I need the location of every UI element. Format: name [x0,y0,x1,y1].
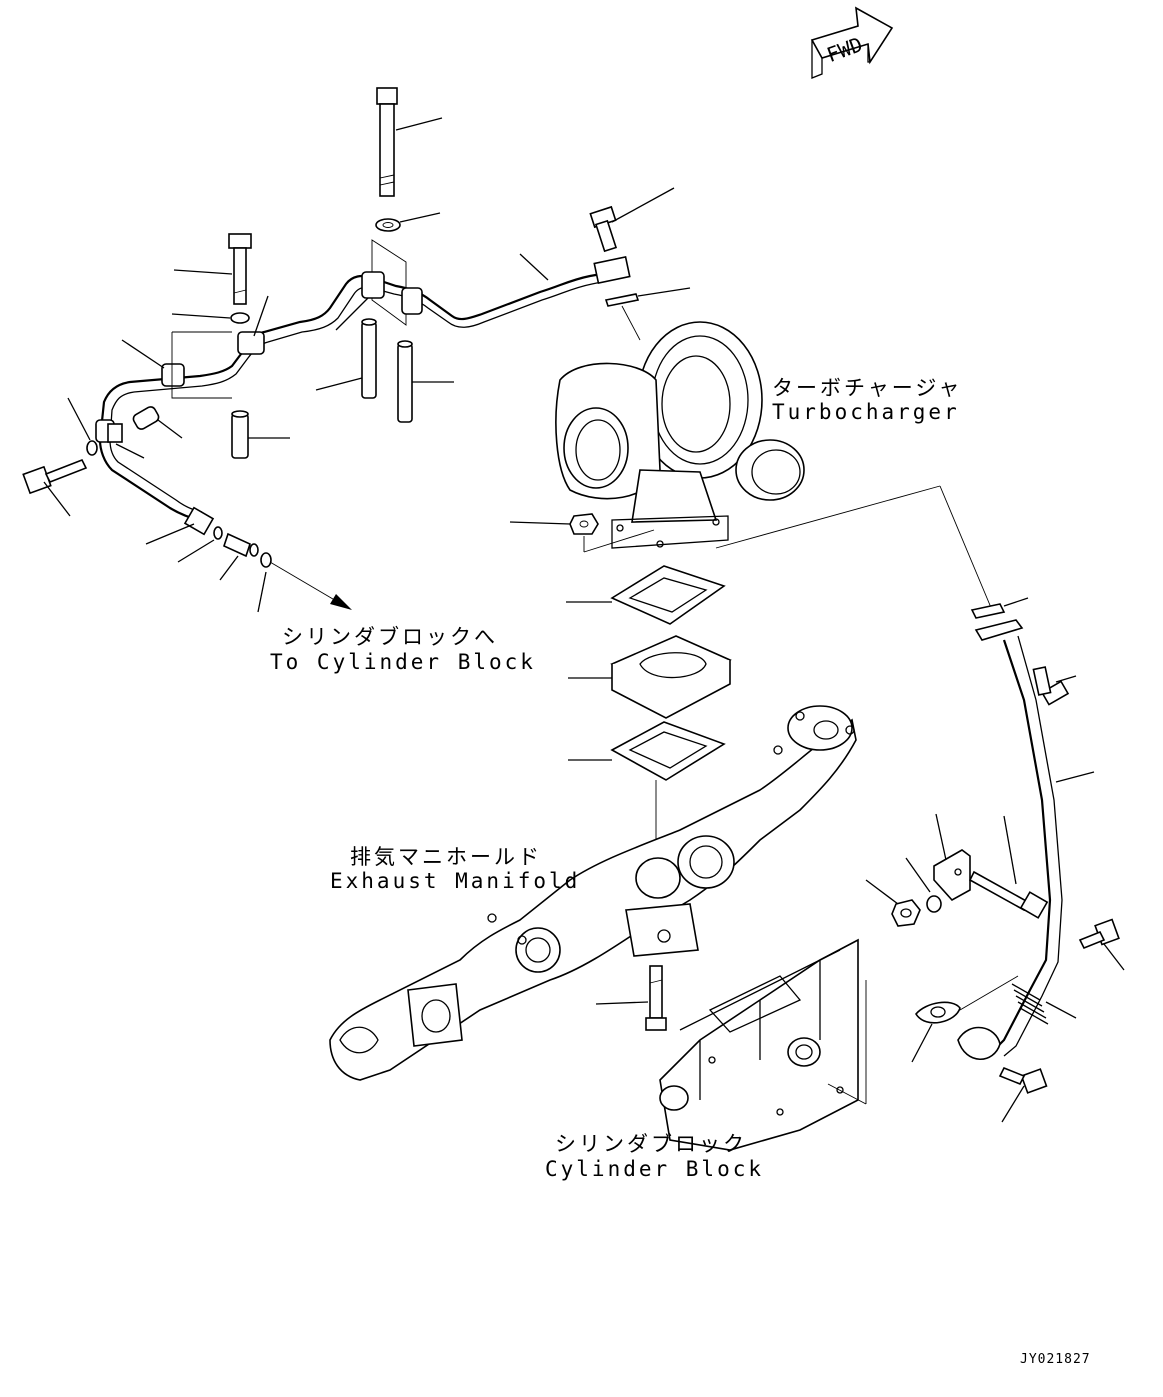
exhaust-manifold-label-en: Exhaust Manifold [330,869,581,893]
spacer-sleeve [132,406,160,430]
turbocharger-label-en: Turbocharger [772,400,960,424]
manifold-bolt [595,965,667,1031]
drawing-code: JY021827 [1020,1352,1091,1367]
pipe-clamp [95,271,423,443]
washer [926,895,942,913]
hex-nut [509,513,655,553]
spacer-sleeve [361,321,377,399]
to-cylinder-block-label-jp: シリンダブロックへ [282,625,498,649]
flange-bolt [173,233,252,305]
turbocharger-label-jp: ターボチャージャ [772,376,963,400]
hex-nut [891,899,921,927]
connector-fitting [213,526,272,568]
banjo-bolt [22,458,88,517]
cylinder-block-label-en: Cylinder Block [545,1157,765,1181]
gasket [610,565,726,625]
cylinder-block-label-jp: シリンダブロック [555,1132,747,1156]
gasket [610,721,726,781]
bracket [933,813,971,902]
mounting-bolt [968,815,1049,919]
spacer-sleeve [231,413,249,459]
gasket [911,975,1019,1063]
exhaust-manifold-label-jp: 排気マニホールド [350,845,542,869]
long-bolt [376,87,443,197]
flange-bolt [1032,666,1077,706]
gasket [604,293,640,307]
oil-drain-tube [957,597,1095,1060]
fwd-arrow-icon: FWD [810,6,894,79]
flange-bolt [589,187,675,253]
exhaust-manifold [329,705,857,1081]
oil-feed-tube [98,253,631,536]
turbocharger [555,321,993,611]
to-cylinder-block-label-en: To Cylinder Block [270,650,536,674]
washer [230,312,250,324]
flange-bolt [998,1066,1048,1123]
cylinder-block [659,938,867,1151]
washer [86,440,98,456]
flange-bolt [1078,918,1125,971]
washer [375,218,401,232]
spacer-sleeve [397,343,413,423]
